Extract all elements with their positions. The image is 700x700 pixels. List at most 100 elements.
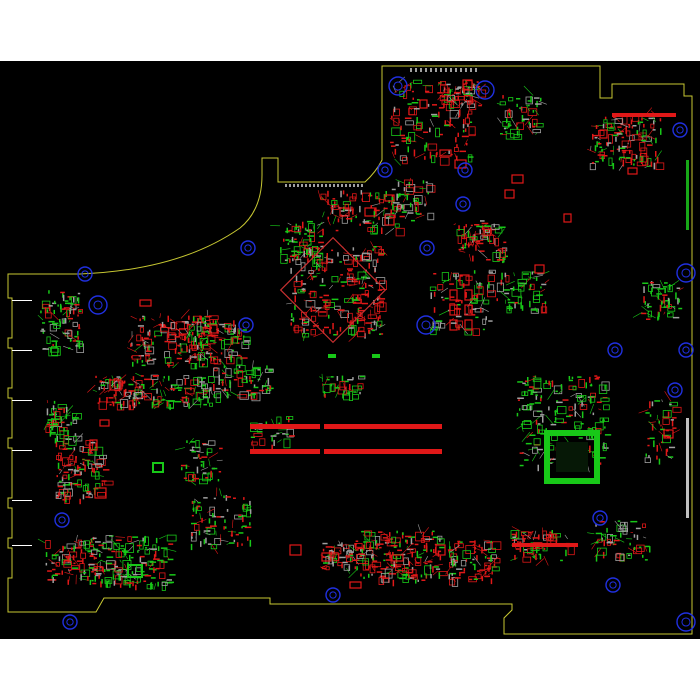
smd-pad [641, 135, 644, 138]
smd-pad [203, 443, 209, 446]
trace [538, 101, 547, 105]
smd-pad [132, 580, 134, 587]
smd-pad [242, 525, 247, 527]
smd-pad [176, 387, 183, 389]
component-footprint [115, 551, 122, 558]
smd-pad [408, 536, 416, 538]
smd-pad [421, 579, 426, 581]
trace [369, 309, 372, 320]
smd-pad [438, 107, 444, 109]
smd-pad [431, 113, 438, 116]
smd-pad [270, 435, 277, 437]
component-footprint [334, 305, 341, 310]
smd-pad [556, 401, 563, 404]
smd-pad [141, 336, 143, 342]
trace [522, 451, 530, 457]
smd-pad [318, 268, 320, 272]
trace [437, 81, 442, 86]
smd-pad [463, 568, 466, 572]
smd-pad [292, 258, 294, 262]
smd-pad [633, 546, 636, 550]
trace [115, 536, 126, 538]
component-footprint [541, 302, 546, 313]
smd-pad [352, 209, 354, 215]
smd-pad [672, 427, 677, 429]
smd-pad [385, 566, 389, 568]
smd-pad [301, 280, 303, 286]
trace [497, 228, 505, 238]
trace [332, 215, 337, 225]
smd-pad [522, 537, 526, 540]
smd-pad [604, 116, 607, 120]
component-footprint [652, 284, 661, 289]
component-footprint [166, 332, 176, 340]
trace [347, 544, 357, 552]
smd-pad [519, 408, 521, 411]
smd-pad [432, 104, 437, 106]
trace [521, 432, 531, 442]
trace [209, 387, 213, 395]
trace [578, 396, 585, 407]
smd-pad [296, 251, 303, 254]
smd-pad [375, 540, 378, 545]
smd-pad [73, 296, 75, 303]
component-footprint [427, 143, 438, 151]
smd-pad [361, 549, 364, 554]
component-footprint [379, 199, 385, 204]
trace [110, 539, 118, 546]
smd-pad [622, 159, 625, 167]
smd-pad [433, 566, 439, 568]
smd-pad [63, 307, 70, 309]
smd-pad [192, 474, 194, 478]
smd-pad [368, 263, 370, 269]
trace [61, 415, 71, 417]
smd-pad [436, 320, 443, 322]
smd-pad [73, 470, 80, 472]
component-footprint [49, 324, 58, 332]
smd-pad [497, 248, 500, 251]
smd-pad [372, 560, 378, 562]
smd-pad [77, 330, 79, 336]
component-footprint [469, 236, 478, 241]
smd-pad [56, 475, 58, 478]
smd-pad [137, 325, 144, 327]
smd-pad [457, 86, 462, 88]
smd-pad [678, 298, 680, 303]
smd-pad [351, 206, 353, 211]
trace [148, 562, 154, 569]
trace [386, 562, 393, 569]
smd-pad [70, 421, 72, 426]
smd-pad [540, 286, 542, 289]
smd-pad [633, 158, 636, 162]
smd-pad [667, 312, 670, 315]
smd-pad [462, 124, 465, 129]
component-footprint [464, 328, 473, 336]
pcb-viewer-canvas[interactable] [0, 61, 700, 639]
smd-pad [191, 522, 197, 525]
smd-pad [595, 532, 602, 535]
smd-pad [361, 293, 368, 296]
component-footprint [403, 204, 414, 212]
smd-pad [603, 155, 608, 157]
component-footprint [191, 345, 197, 351]
smd-pad [107, 580, 110, 583]
smd-pad [652, 129, 656, 131]
trace [450, 544, 460, 553]
component-footprint [87, 448, 97, 456]
component-footprint [62, 474, 68, 479]
smd-pad [373, 300, 375, 305]
smd-pad [643, 296, 645, 303]
component-footprint [346, 278, 356, 286]
component-footprint [636, 544, 645, 552]
smd-pad [52, 405, 55, 411]
board-drawing [7, 65, 696, 635]
component-footprint [343, 394, 351, 401]
smd-pad [129, 554, 131, 561]
smd-pad [538, 534, 540, 539]
smd-pad [63, 319, 65, 324]
component-footprint [533, 379, 542, 389]
smd-pad [335, 387, 340, 389]
smd-pad [146, 359, 154, 361]
component-footprint [362, 253, 372, 262]
smd-pad [236, 338, 242, 340]
